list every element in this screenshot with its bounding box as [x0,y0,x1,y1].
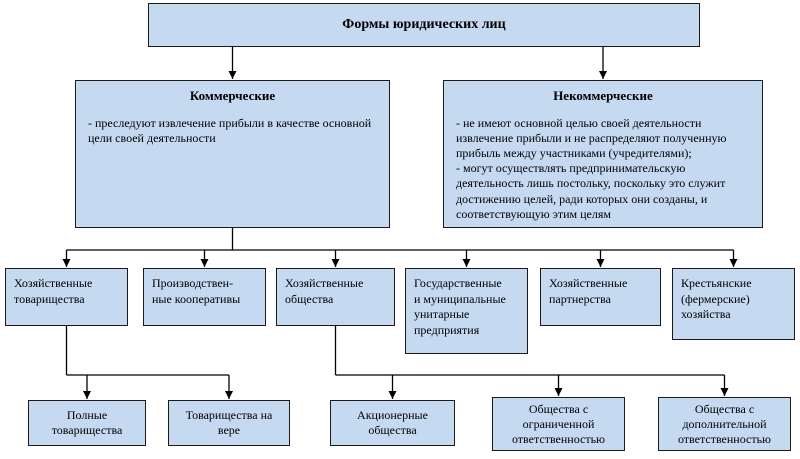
branch-commercial-body: - преследуют извлечение прибыли в качест… [88,116,372,146]
branch-commercial-heading: Коммерческие [189,88,276,103]
subform-node-limited-liability: Общества с ограниченной ответственностью [492,397,625,451]
subform-node-full-partnerships: Полные товарищества [28,400,146,446]
subform-node-additional-liability: Общества с дополнительной ответственност… [658,397,791,451]
form-node-economic-partnerships: Хозяйственные партнерства [540,268,661,326]
form-node-business-partnerships: Хозяйственные товарищества [5,268,128,326]
form-node-business-societies: Хозяйственные общества [276,268,395,326]
branch-noncommercial-body: - не имеют основной целью своей деятельн… [456,116,727,221]
chart-title: Формы юридических лиц [342,17,506,32]
form-node-peasant-farm: Крестьянские (фермерские) хозяйства [672,268,795,340]
form-node-state-municipal-unitary: Государственные и муниципальные унитарны… [405,268,528,354]
subform-node-limited-partnerships: Товарищества на вере [168,400,290,446]
branch-commercial: Коммерческие - преследуют извлечение при… [75,80,390,228]
form-node-production-cooperatives: Производствен- ные кооперативы [143,268,266,326]
subform-node-joint-stock: Акционерные общества [330,400,455,446]
branch-noncommercial-heading: Некоммерческие [553,88,653,103]
root-node: Формы юридических лиц [148,3,700,47]
branch-noncommercial: Некоммерческие - не имеют основной целью… [443,80,763,228]
